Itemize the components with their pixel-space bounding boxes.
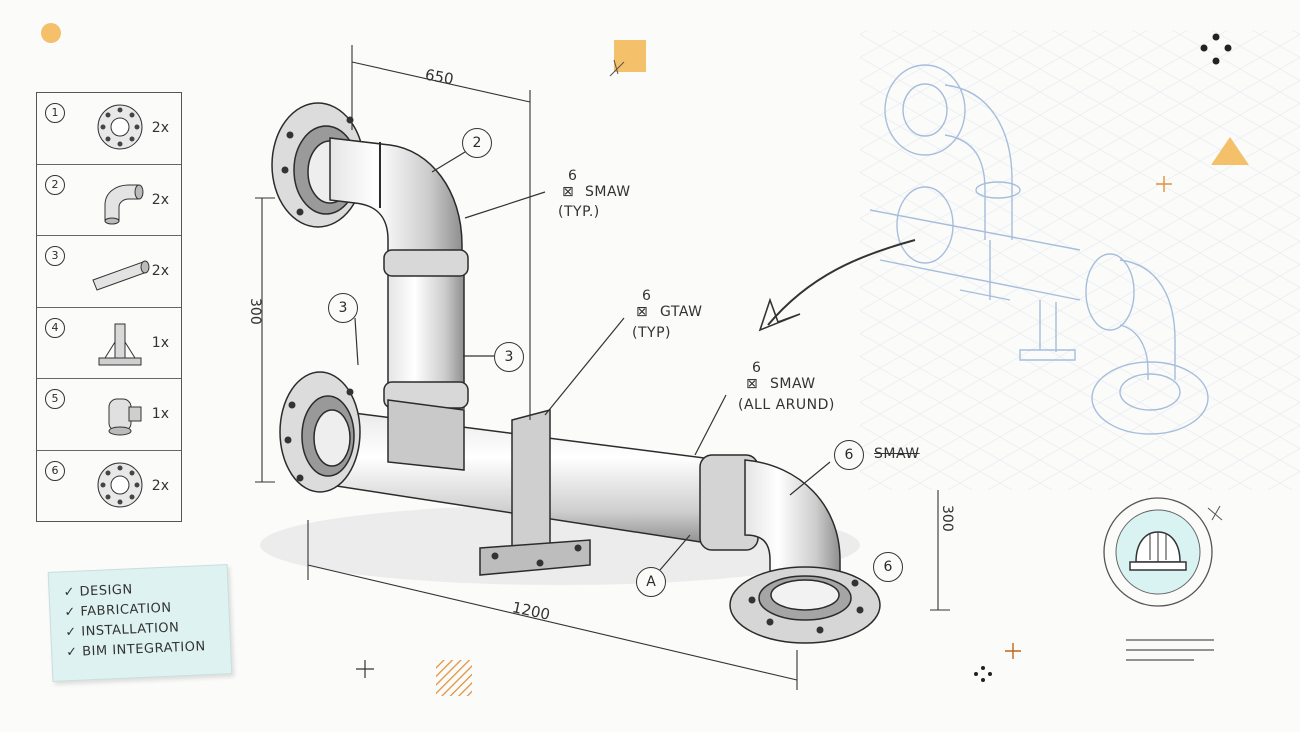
weld-process: GTAW [660,304,703,320]
pipe-icon [92,260,150,291]
flange-icon [97,104,143,150]
yellow-dot-decor [41,23,61,43]
iso-grid [860,30,1300,490]
dimension-lines [255,45,950,690]
ghost-pipe-model [869,64,1209,435]
callout-balloon: 3 [494,342,524,372]
support-icon [98,323,142,366]
sparkle-decor [974,33,1232,682]
bom-row: 4 1x [37,308,181,380]
bom-quantity: 2x [151,191,169,208]
bom-row: 5 1x [37,379,181,451]
weld-size: 6 [642,288,652,304]
checklist-item: ✓ BIM INTEGRATION [65,639,206,661]
transform-arrow [767,239,916,326]
bom-row-number: 3 [45,246,65,267]
valve-icon [108,398,142,436]
main-pipe-assembly [260,102,881,644]
bom-quantity: 1x [151,334,169,351]
bom-row-number: 6 [45,460,65,481]
weld-symbol-icon: ⊠ [636,304,649,320]
callout-balloon: 3 [328,293,358,323]
text-lines-decor [1126,639,1214,661]
bom-row: 2 2x [37,165,181,237]
bom-quantity: 2x [151,263,169,280]
hatched-square-decor [436,660,472,696]
callout-balloon: A [636,567,666,597]
bom-quantity: 2x [151,477,169,494]
bom-quantity: 2x [151,120,169,136]
weld-process: SMAW [770,376,816,392]
weld-size: 6 [752,360,762,376]
bom-row-number: 4 [45,317,65,338]
elbow-icon [104,184,144,225]
yellow-triangle-decor [1211,137,1249,165]
weld-note: (TYP) [632,325,671,341]
bom-row-number: 2 [45,174,65,195]
callout-balloon: 6 [834,440,864,470]
weld-symbol-icon: ⊠ [746,376,759,392]
bom-row: 3 2x [37,236,181,308]
dimension-right: 300 [939,505,955,532]
bom-row: 6 2x [37,451,181,523]
crosshair-decor [1156,176,1172,192]
weld-note: (ALL ARUND) [738,397,835,413]
flange-icon [97,462,143,508]
checklist-note: ✓ DESIGN ✓ FABRICATION ✓ INSTALLATION ✓ … [47,564,233,682]
callout-balloon: 2 [462,128,492,158]
weld-process: SMAW [585,184,631,200]
weld-size: 6 [568,168,578,184]
leader-lines [354,151,831,571]
bom-row: 1 2x [37,93,181,165]
bill-of-materials: 1 2x 2 2x 3 2x 4 1x 5 1x 6 2x [36,92,182,522]
hard-hat-icon [1103,497,1223,607]
bom-quantity: 1x [151,406,169,423]
weld-process: SMAW [874,446,920,462]
weld-note: (TYP.) [558,204,600,220]
weld-symbol-icon: ⊠ [562,184,575,200]
callout-balloon: 6 [873,552,903,582]
bom-row-number: 5 [45,389,65,410]
dimension-left: 300 [247,298,263,325]
bom-row-number: 1 [45,103,65,123]
